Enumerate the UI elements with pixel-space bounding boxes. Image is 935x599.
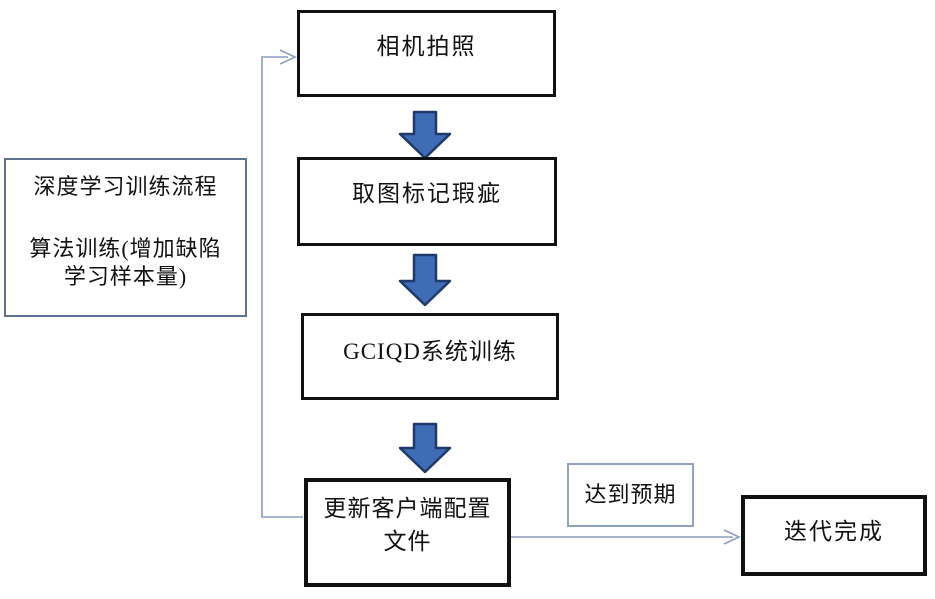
- node-gciqd-training: GCIQD系统训练: [301, 313, 559, 400]
- node-update-client-config-line1: 更新客户端配置: [323, 496, 492, 521]
- node-update-client-config: 更新客户端配置 文件: [304, 478, 511, 587]
- node-process-note: 深度学习训练流程 算法训练(增加缺陷 学习样本量): [4, 158, 247, 317]
- process-note-line3: 学习样本量): [63, 264, 188, 289]
- feedback-loop-line: [261, 56, 303, 518]
- process-note-line2: 算法训练(增加缺陷: [29, 236, 222, 261]
- node-update-client-config-line2: 文件: [383, 529, 432, 554]
- node-expectation-label: 达到预期: [567, 463, 694, 527]
- feedback-loop-arrowhead: [279, 49, 297, 65]
- node-camera-capture: 相机拍照: [297, 10, 556, 97]
- node-camera-capture-label: 相机拍照: [376, 34, 477, 59]
- node-iteration-complete-label: 迭代完成: [784, 519, 884, 544]
- node-mark-defects-label: 取图标记瑕疵: [352, 181, 502, 206]
- block-arrow-down-2: [398, 253, 452, 307]
- node-expectation-label-text: 达到预期: [584, 482, 677, 507]
- node-mark-defects: 取图标记瑕疵: [297, 157, 557, 246]
- done-connector-arrowhead: [723, 529, 741, 545]
- node-iteration-complete: 迭代完成: [741, 495, 927, 576]
- process-note-line1: 深度学习训练流程: [33, 174, 218, 199]
- block-arrow-down-1: [398, 110, 452, 160]
- block-arrow-down-3: [398, 422, 452, 474]
- node-gciqd-training-label: GCIQD系统训练: [343, 339, 517, 364]
